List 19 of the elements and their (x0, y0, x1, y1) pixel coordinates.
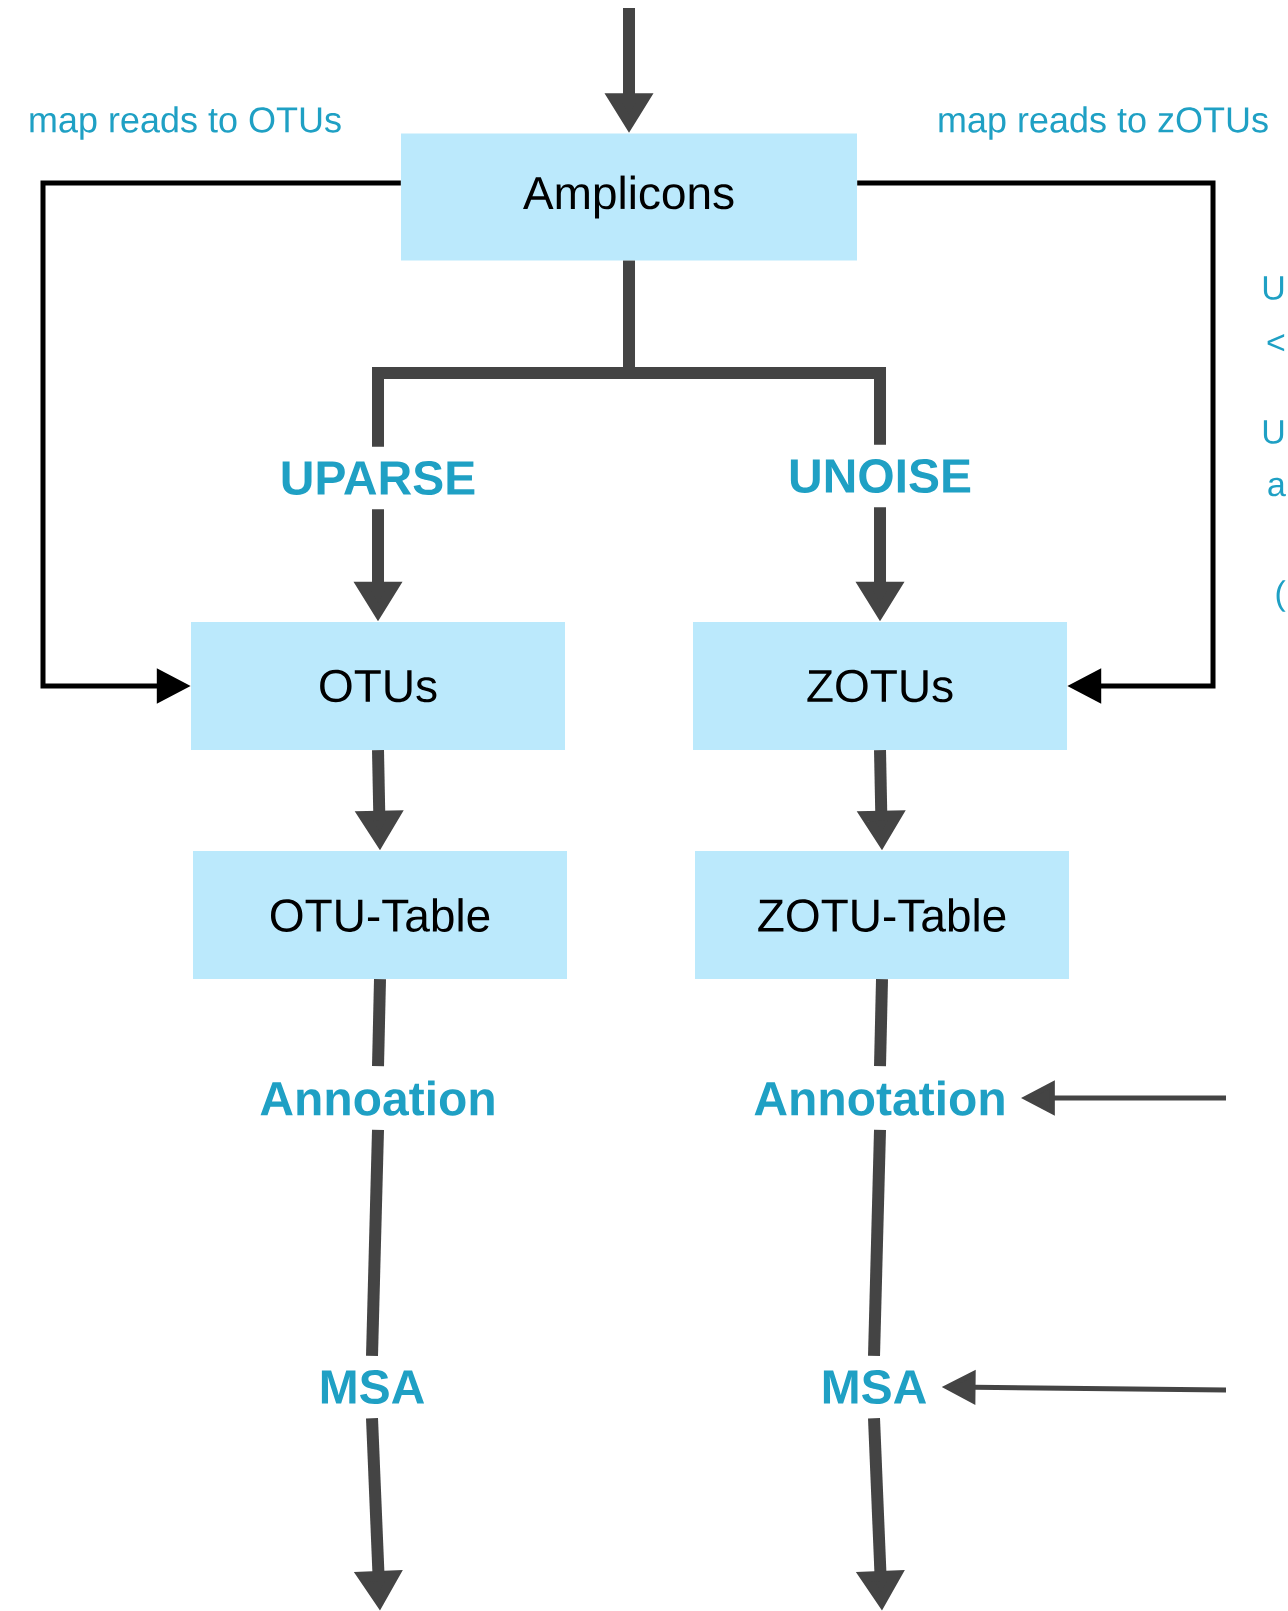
edge-label: map reads to zOTUs (934, 104, 1272, 142)
cut-off-text: U (1263, 276, 1284, 300)
cut-off-text: < (1267, 334, 1285, 352)
step-label: MSA (321, 1370, 425, 1404)
edge-label: map reads to OTUs (25, 104, 345, 142)
step-label: UNOISE (790, 459, 971, 493)
process-box: OTU-Table (193, 851, 567, 979)
step-label: MSA (823, 1370, 927, 1404)
step-label: Annotation (754, 1080, 1004, 1116)
process-box: OTUs (191, 622, 565, 750)
cut-off-text: ( (1276, 580, 1286, 612)
cut-off-text: a (1268, 477, 1286, 497)
cut-off-text: U (1263, 420, 1284, 444)
arrow (857, 180, 1216, 704)
step-label: UPARSE (282, 461, 475, 495)
process-box: ZOTU-Table (695, 851, 1069, 979)
process-box: Amplicons (401, 133, 857, 261)
step-label: Annoation (260, 1080, 494, 1116)
process-box: ZOTUs (693, 622, 1067, 750)
